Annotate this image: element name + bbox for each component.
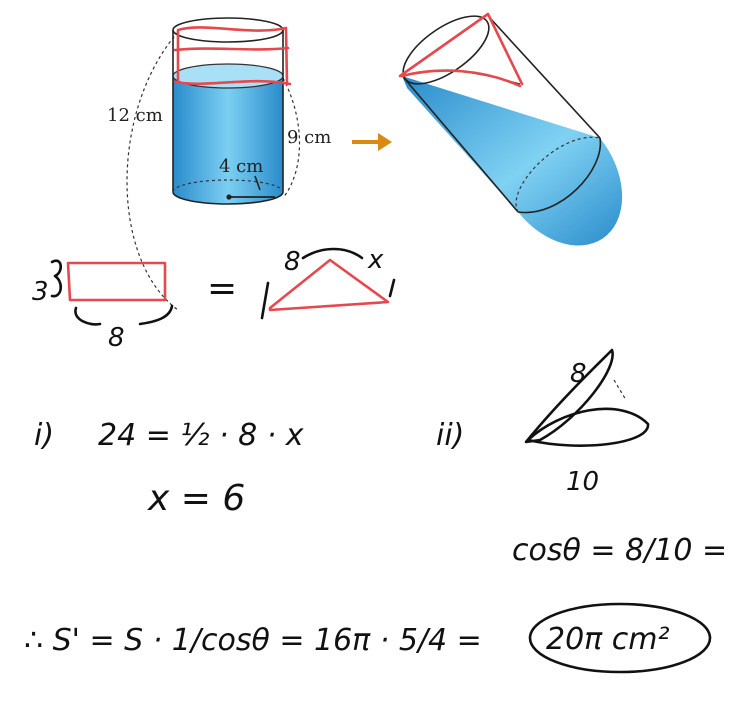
brace-side [50, 259, 62, 298]
note-rectangle [66, 261, 167, 302]
note-equals: = [207, 268, 237, 309]
note-triangle [268, 258, 390, 312]
water-brace-right [282, 77, 301, 199]
red-air-triangle [398, 12, 524, 88]
tilted-left-wall [403, 77, 519, 213]
note-step1-line1: 24 = ½ · 8 · x [98, 418, 304, 453]
tilted-water-body [402, 76, 623, 246]
tilted-right-wall [489, 17, 601, 139]
water-body [173, 76, 283, 204]
tilted-bottom-back [515, 136, 601, 213]
upright-cylinder: 12 cm 9 cm 4 cm [107, 17, 331, 311]
tilted-bottom-front [517, 137, 602, 214]
red-empty-region [173, 26, 292, 86]
note-tri-x: x [367, 245, 384, 275]
note-cos: cosθ = 8/10 = 4/5 [512, 533, 737, 568]
label-9cm: 9 cm [287, 127, 331, 148]
handwritten-notes: 3 8 = 8 x i) 24 = ½ · 8 · x x = 6 ii) 8 … [24, 245, 737, 674]
sketch-dots [613, 379, 627, 401]
note-ell-bottom: 10 [566, 467, 599, 497]
cylinder-bottom-front [172, 191, 284, 205]
radius-pointer [254, 175, 261, 191]
note-ell-top: 8 [570, 359, 587, 389]
label-12cm: 12 cm [107, 105, 163, 126]
note-final-answer: 20π cm² [546, 622, 670, 657]
brace-bottom [74, 304, 174, 326]
answer-circle [528, 602, 712, 674]
tri-x-brace [388, 278, 396, 298]
note-step2-marker: ii) [436, 418, 464, 453]
note-step1-marker: i) [34, 418, 54, 453]
label-4cm: 4 cm [219, 156, 263, 177]
note-rect-side: 3 [32, 277, 49, 307]
cylinder-bottom-back [172, 179, 284, 193]
note-rect-base: 8 [108, 323, 125, 353]
note-step1-line2: x = 6 [147, 478, 245, 519]
transform-arrow [352, 133, 392, 151]
center-dot [226, 194, 232, 200]
tilted-cylinder [398, 12, 623, 246]
note-final-line: ∴ S' = S · 1/cosθ = 16π · 5/4 = [24, 623, 482, 658]
height-brace-left [126, 31, 179, 311]
note-tri-top: 8 [284, 247, 301, 277]
sketch-tilted-ellipse [524, 348, 614, 444]
sketch-base-ellipse [526, 407, 650, 447]
tri-top-brace [301, 247, 364, 260]
tri-bracket [260, 281, 270, 320]
